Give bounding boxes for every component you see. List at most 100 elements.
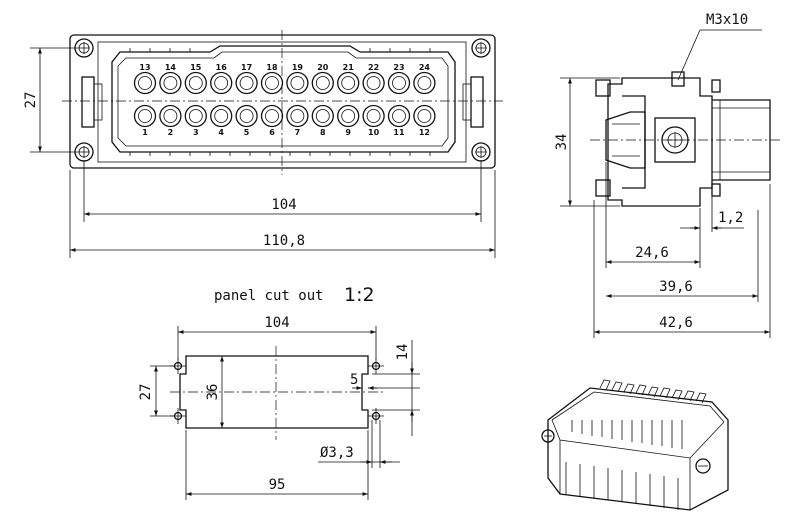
front-flange-outline bbox=[69, 34, 496, 169]
pin-number: 16 bbox=[216, 63, 228, 72]
side-foot-bottom bbox=[595, 179, 611, 197]
pin-number: 12 bbox=[419, 128, 430, 137]
contact-pin: 21 bbox=[337, 63, 360, 95]
pin-number: 6 bbox=[269, 128, 275, 137]
pin-number: 20 bbox=[317, 63, 329, 72]
iso-screw-left bbox=[541, 429, 555, 443]
side-body-outline bbox=[607, 77, 713, 207]
pin-number: 10 bbox=[368, 128, 380, 137]
pin-number: 11 bbox=[393, 128, 405, 137]
iso-top-face bbox=[551, 391, 725, 423]
pin-number: 4 bbox=[218, 128, 224, 137]
pin-number: 2 bbox=[168, 128, 174, 137]
cutout-scale: 1:2 bbox=[344, 284, 375, 306]
contact-pin: 3 bbox=[184, 104, 207, 137]
dim-cut-36-label: 36 bbox=[205, 384, 221, 401]
panel-cutout: panel cut out 1:2 104 27 36 14 5 bbox=[138, 284, 420, 500]
pin-number: 17 bbox=[241, 63, 252, 72]
screw-leader bbox=[677, 29, 762, 81]
dim-34-label: 34 bbox=[554, 134, 570, 151]
front-insert-inner bbox=[117, 51, 449, 147]
dim-104-label: 104 bbox=[271, 197, 296, 213]
contact-pin: 11 bbox=[387, 104, 411, 137]
pins-top-row: 13 14 15 16 17 18 19 20 21 22 23 24 bbox=[133, 63, 436, 95]
side-insert bbox=[605, 111, 646, 169]
contact-pin: 15 bbox=[184, 63, 207, 95]
dim-cut-14-label: 14 bbox=[395, 344, 411, 361]
pin-number: 18 bbox=[266, 63, 278, 72]
side-tab-top bbox=[711, 79, 721, 93]
right-latch bbox=[470, 76, 484, 128]
contact-pin: 13 bbox=[133, 63, 157, 95]
side-top-screw bbox=[671, 71, 685, 87]
screw-top-right bbox=[471, 38, 491, 58]
iso-bottom-ridges bbox=[565, 462, 679, 510]
dim-27-label: 27 bbox=[23, 92, 39, 109]
side-body-front bbox=[622, 95, 646, 189]
pin-number: 15 bbox=[190, 63, 202, 72]
right-latch-inner bbox=[462, 83, 472, 121]
front-serrations bbox=[129, 48, 431, 156]
iso-ribs bbox=[571, 379, 707, 449]
contact-pin: 22 bbox=[362, 63, 385, 95]
contact-pin: 1 bbox=[133, 104, 157, 137]
pin-number: 13 bbox=[139, 63, 150, 72]
dim-cut-hole-label: Ø3,3 bbox=[320, 445, 354, 461]
pin-number: 14 bbox=[165, 63, 177, 72]
contact-pin: 10 bbox=[362, 104, 385, 137]
dim-110-8-label: 110,8 bbox=[263, 233, 305, 249]
side-foot-top bbox=[595, 79, 611, 97]
dim-1-2-label: 1,2 bbox=[718, 210, 743, 226]
contact-pin: 19 bbox=[286, 63, 309, 95]
isometric-view bbox=[541, 379, 729, 511]
front-insert-outline bbox=[111, 45, 456, 153]
dim-cut-5-label: 5 bbox=[350, 372, 358, 388]
contact-pin: 17 bbox=[235, 63, 258, 95]
contact-pin: 7 bbox=[286, 104, 309, 137]
pin-number: 7 bbox=[295, 128, 301, 137]
cutout-outline bbox=[179, 355, 369, 429]
contact-pin: 6 bbox=[260, 104, 284, 137]
mounting-hole-br bbox=[368, 408, 384, 424]
contact-pin: 5 bbox=[235, 104, 258, 137]
pin-number: 3 bbox=[193, 128, 199, 137]
pin-number: 5 bbox=[244, 128, 250, 137]
cutout-title: panel cut out bbox=[214, 288, 324, 304]
contact-pin: 16 bbox=[210, 63, 233, 95]
pin-number: 8 bbox=[320, 128, 326, 137]
contact-pin: 9 bbox=[337, 104, 360, 137]
pin-number: 19 bbox=[292, 63, 304, 72]
contact-pin: 20 bbox=[311, 63, 334, 95]
contact-pin: 2 bbox=[159, 104, 182, 137]
contact-pin: 23 bbox=[387, 63, 411, 95]
dim-42-6-label: 42,6 bbox=[659, 315, 693, 331]
dim-39-6-label: 39,6 bbox=[659, 279, 693, 295]
mounting-hole-tr bbox=[368, 358, 384, 374]
pin-number: 22 bbox=[368, 63, 379, 72]
pin-number: 23 bbox=[393, 63, 404, 72]
side-tab-bottom bbox=[711, 183, 721, 197]
dim-24-6-label: 24,6 bbox=[635, 245, 669, 261]
iso-screw-right bbox=[695, 458, 711, 474]
contact-pin: 12 bbox=[413, 104, 436, 137]
dim-cut-95-label: 95 bbox=[269, 477, 286, 493]
side-view: M3x10 34 1,2 24,6 39,6 42,6 bbox=[554, 12, 780, 338]
left-latch bbox=[81, 76, 95, 128]
iso-body bbox=[547, 387, 729, 511]
pin-number: 21 bbox=[343, 63, 355, 72]
pin-number: 1 bbox=[142, 128, 148, 137]
left-latch-inner bbox=[93, 83, 103, 121]
screw-label: M3x10 bbox=[706, 12, 748, 28]
contact-pin: 8 bbox=[311, 104, 334, 137]
contact-pin: 18 bbox=[260, 63, 284, 95]
pin-number: 9 bbox=[345, 128, 351, 137]
pin-number: 24 bbox=[419, 63, 431, 72]
dim-cut-27-label: 27 bbox=[138, 384, 154, 401]
dim-cut-104-label: 104 bbox=[264, 315, 289, 331]
contact-pin: 24 bbox=[413, 63, 436, 95]
contact-pin: 4 bbox=[210, 104, 233, 137]
iso-front-face bbox=[551, 419, 725, 510]
contact-pin: 14 bbox=[159, 63, 182, 95]
